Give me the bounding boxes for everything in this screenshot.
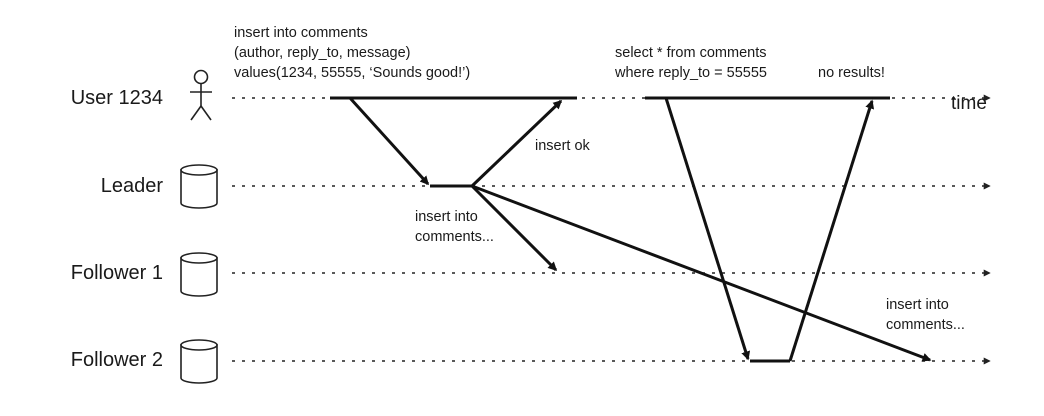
select-query-line: select * from comments	[615, 45, 767, 61]
insert-query-line: insert into comments	[234, 25, 368, 41]
time-axis-label: time	[951, 93, 987, 114]
user-person-icon	[190, 69, 212, 121]
replicate-follower-1-line: insert into	[415, 209, 478, 225]
replicate-follower-1-line: comments...	[415, 229, 494, 245]
lane-label-follower-2: Follower 2	[71, 349, 163, 371]
read-request-arrow	[664, 97, 751, 361]
lane-label-leader: Leader	[101, 175, 164, 197]
follower-2-database-icon	[180, 339, 218, 384]
insert-query-annotation: insert into comments (author, reply_to, …	[234, 25, 470, 81]
insert-query-line: values(1234, 55555, ‘Sounds good!’)	[234, 65, 470, 81]
select-query-line: where reply_to = 55555	[614, 65, 767, 81]
replicate-to-follower-1-arrow	[470, 184, 558, 272]
replicate-follower-1-annotation: insert into comments...	[415, 209, 494, 245]
insert-ok-arrow	[470, 99, 563, 188]
leader-database-icon	[180, 164, 218, 209]
lane-label-follower-1: Follower 1	[71, 262, 163, 284]
select-query-annotation: select * from comments where reply_to = …	[614, 45, 771, 81]
lane-label-user: User 1234	[71, 87, 163, 109]
read-response-arrow	[788, 99, 875, 362]
write-request-arrow	[348, 96, 430, 186]
replicate-to-follower-2-arrow	[471, 184, 932, 362]
follower-1-database-icon	[180, 252, 218, 297]
insert-query-line: (author, reply_to, message)	[234, 45, 411, 61]
replicate-follower-2-line: comments...	[886, 317, 965, 333]
no-results-annotation: no results!	[818, 65, 885, 81]
replicate-follower-2-line: insert into	[886, 297, 949, 313]
replicate-follower-2-annotation: insert into comments...	[886, 297, 965, 333]
insert-ok-annotation: insert ok	[535, 138, 591, 154]
